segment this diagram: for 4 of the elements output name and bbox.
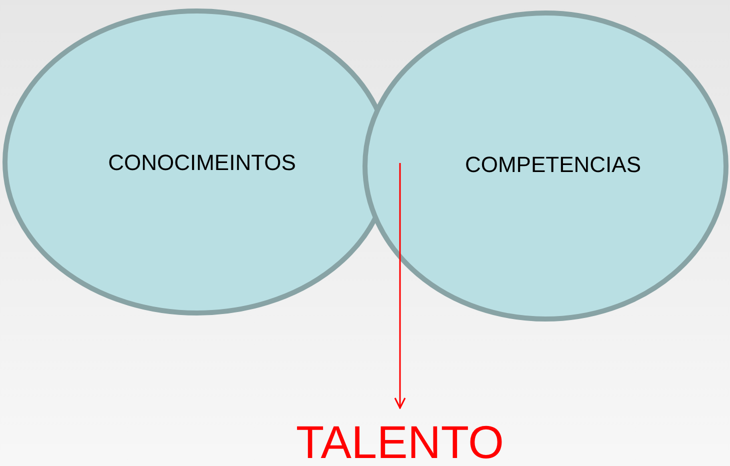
ellipse-label: COMPETENCIAS [464,152,642,178]
arrow [394,163,406,409]
result-text: TALENTO [296,415,504,466]
ellipse-label: CONOCIMEINTOS [108,150,296,176]
